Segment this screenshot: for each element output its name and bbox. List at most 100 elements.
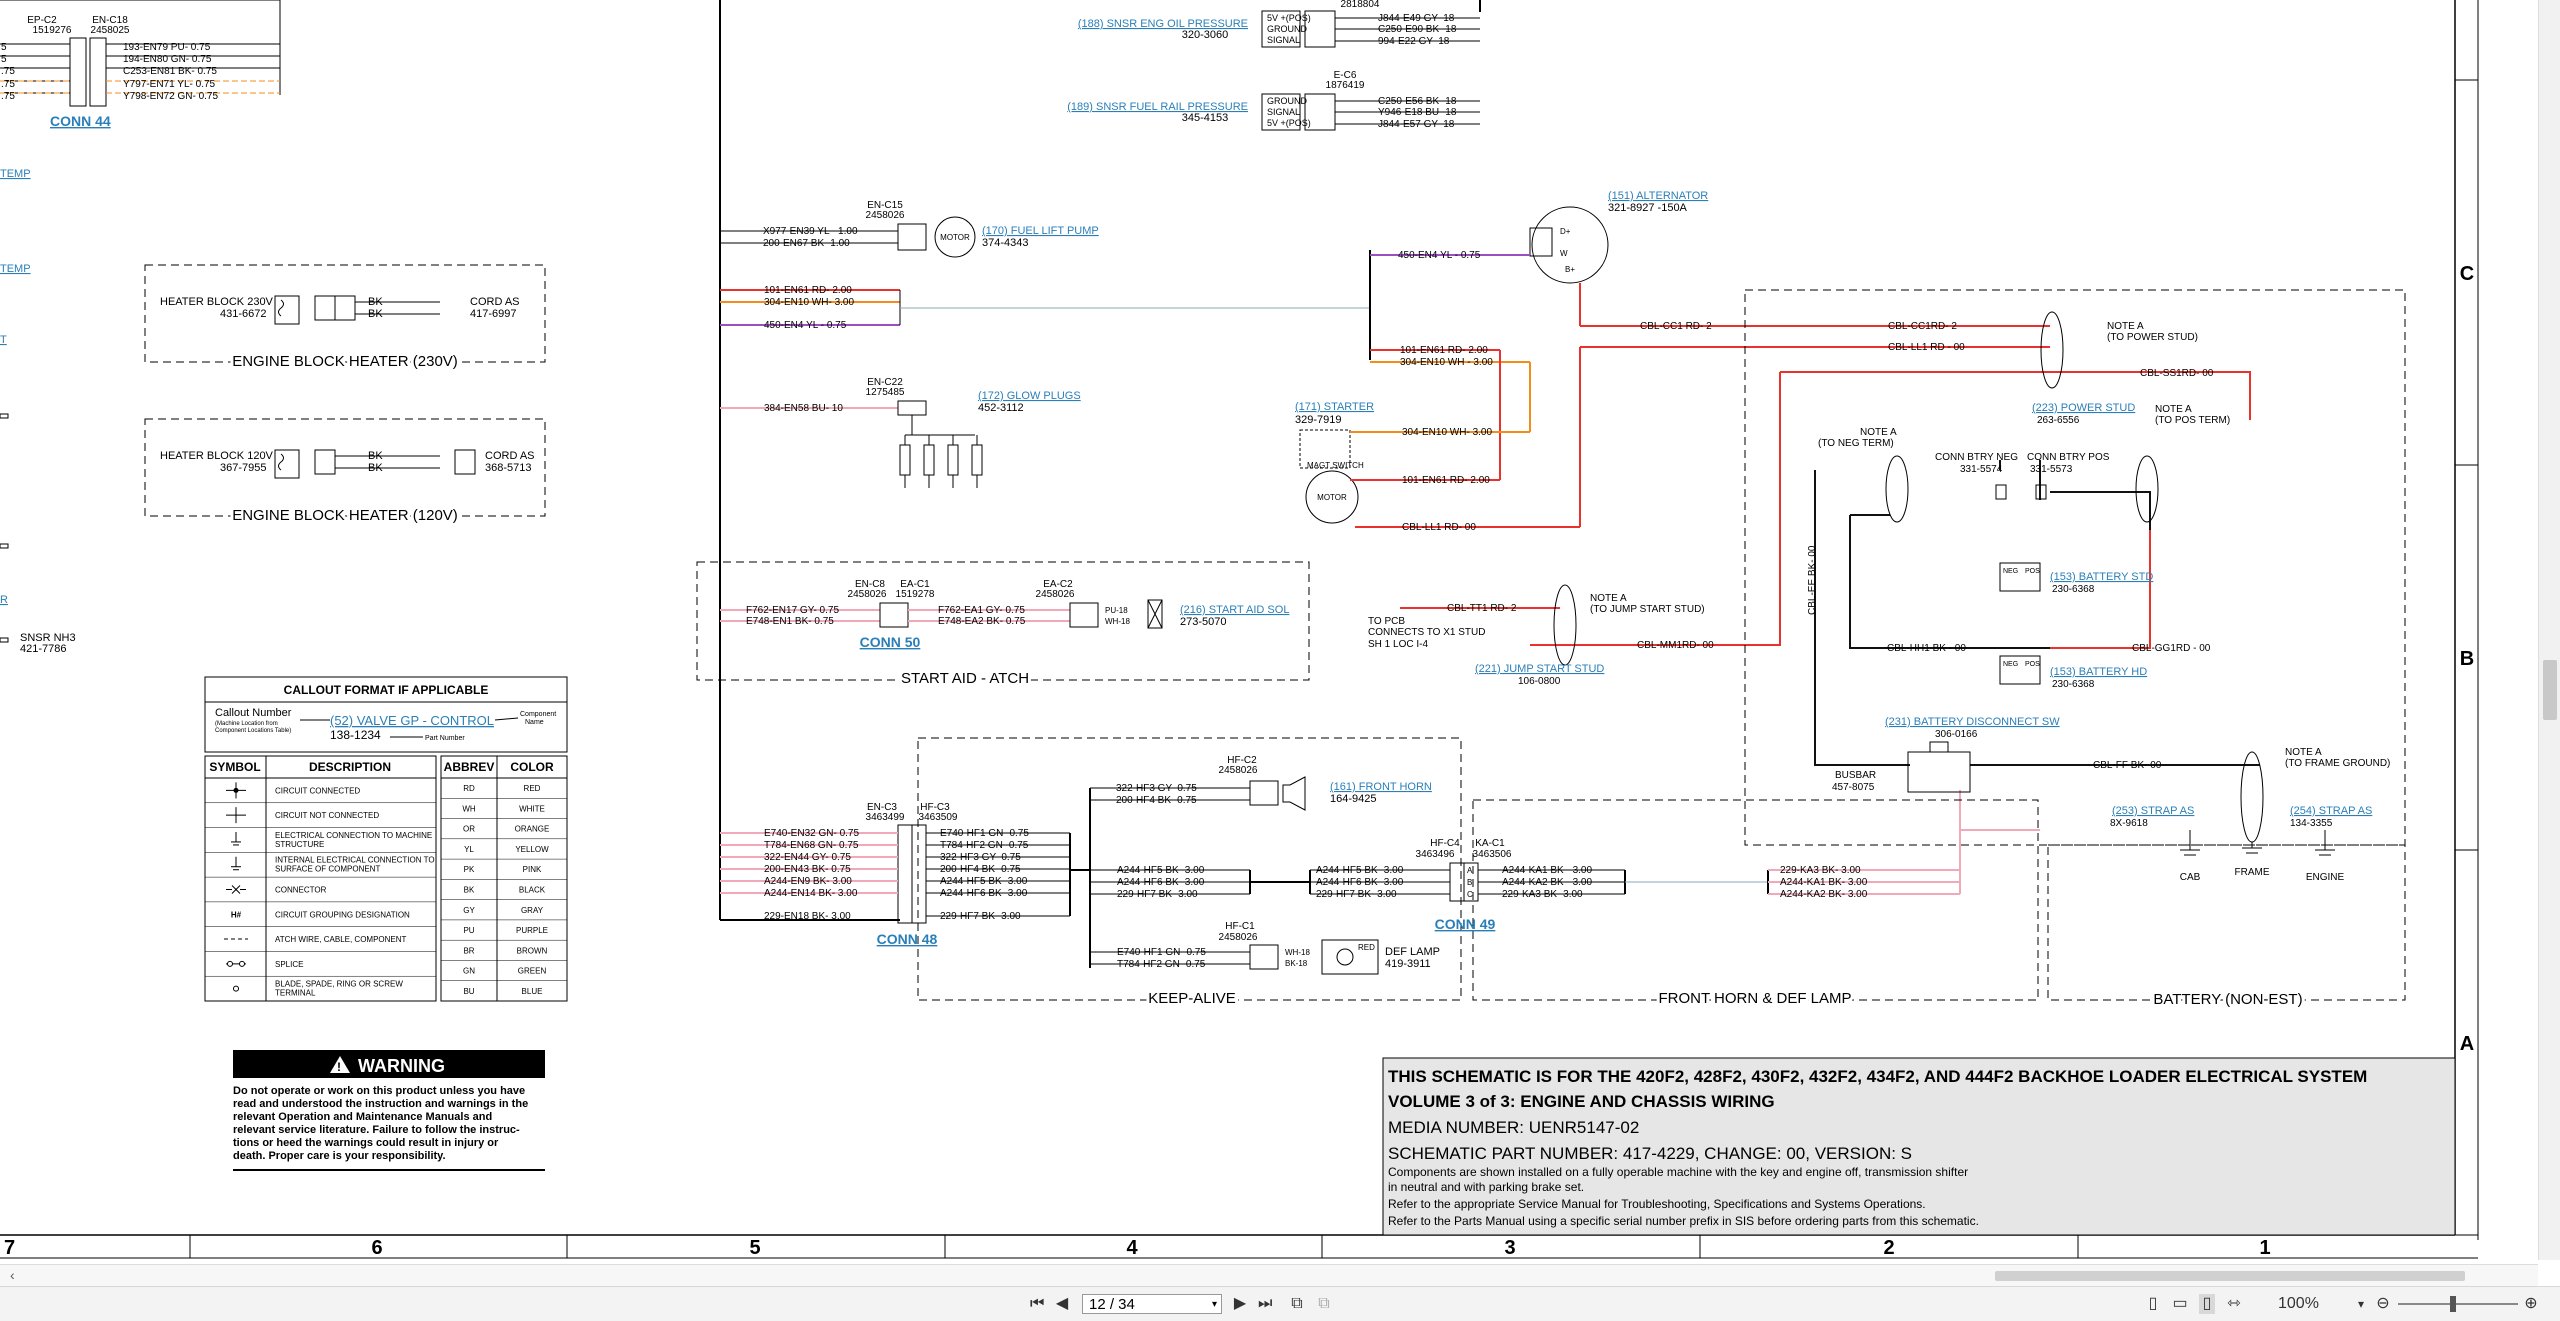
heater-element-icon (274, 449, 300, 479)
color-abbrev: OR (463, 825, 475, 834)
fuel-rail-sensor-link[interactable]: (189) SNSR FUEL RAIL PRESSURE (1067, 101, 1248, 113)
conn-ref: HF-C1 (1225, 921, 1255, 932)
wire-label: X977-EN39 YL - 1.00 (763, 226, 858, 237)
def-lamp-icon (1321, 939, 1379, 975)
strap-link[interactable]: (254) STRAP AS (2290, 805, 2372, 817)
single-page-view-icon[interactable]: ▯ (2148, 1295, 2158, 1312)
warning-text: relevant Operation and Maintenance Manua… (233, 1111, 492, 1123)
conn-50-link[interactable]: CONN 50 (860, 634, 921, 650)
paste-icon[interactable]: ⧉ (1318, 1295, 1330, 1312)
conn-49-link[interactable]: CONN 49 (1435, 916, 1496, 932)
warning-box: ! WARNING Do not operate or work on this… (233, 1050, 545, 1171)
legend-description: TERMINAL (275, 989, 316, 998)
wire-label: A244-HF5 BK- 3.00 (1316, 865, 1404, 876)
copy-icon[interactable]: ⧉ (1291, 1295, 1303, 1312)
cut-link[interactable]: TEMP (0, 168, 31, 180)
horizontal-scrollbar[interactable]: ‹ (0, 1264, 2538, 1287)
alternator: D+ W B+ 450-EN4 YL - 0.75 (151) ALTERNAT… (1370, 190, 1708, 326)
legend-description: ELECTRICAL CONNECTION TO MACHINE (275, 831, 432, 840)
prev-page-icon[interactable]: ◀ (1055, 1295, 1069, 1312)
cut-link[interactable]: T (0, 334, 7, 346)
heater-element-icon (274, 295, 300, 325)
fuel-lift-pump: EN-C15 2458026 X977-EN39 YL - 1.00 200-E… (720, 200, 1099, 258)
heater-pn: 431-6672 (220, 308, 267, 320)
wire-label: 5 (1, 54, 7, 65)
note-label: (TO FRAME GROUND) (2285, 758, 2390, 769)
starter-link[interactable]: (171) STARTER (1295, 401, 1374, 413)
battery-disconnect-link[interactable]: (231) BATTERY DISCONNECT SW (1885, 716, 2060, 728)
group-title: BATTERY (NON-EST) (2153, 991, 2302, 1008)
component-pn: 345-4153 (1182, 112, 1229, 124)
power-stud-link[interactable]: (223) POWER STUD (2032, 402, 2135, 414)
battery-std-link[interactable]: (153) BATTERY STD (2050, 571, 2153, 583)
wire-label: A244-KA1 BK- 3.00 (1780, 877, 1868, 888)
note-label: NOTE A (1860, 427, 1897, 438)
oil-pressure-sensor-link[interactable]: (188) SNSR ENG OIL PRESSURE (1078, 18, 1248, 30)
continuous-view-icon[interactable]: ▭ (2172, 1295, 2188, 1312)
vertical-scroll-thumb[interactable] (2543, 660, 2557, 720)
scroll-left-arrow-icon[interactable]: ‹ (10, 1267, 15, 1283)
zoom-in-icon[interactable]: ⊕ (2524, 1295, 2538, 1312)
start-aid-group-border (696, 561, 1310, 681)
wire-color: BK (368, 308, 383, 320)
glow-plugs-link[interactable]: (172) GLOW PLUGS (978, 390, 1081, 402)
two-page-view-icon[interactable]: ▯ (2199, 1294, 2215, 1314)
zoom-out-icon[interactable]: ⊖ (2376, 1295, 2390, 1312)
conn-48-link[interactable]: CONN 48 (877, 931, 938, 947)
last-page-icon[interactable]: ⏭ (1258, 1295, 1273, 1312)
start-aid-sol-link[interactable]: (216) START AID SOL (1180, 604, 1289, 616)
wire-label: 384-EN58 BU- 10 (764, 403, 843, 414)
pin-label: SIGNAL (1267, 35, 1300, 45)
conn-ref-pn: 2458026 (1036, 589, 1075, 600)
wire-label: 200-HF4 BK- 0.75 (1116, 795, 1197, 806)
conn-pn: 331-5574 (1960, 464, 2003, 475)
callout-example-link[interactable]: (52) VALVE GP - CONTROL (330, 713, 494, 728)
wire-label: 450-EN4 YL - 0.75 (1398, 250, 1481, 261)
wire-label: J844-E49 GY- 18 (1378, 13, 1455, 24)
grid-col-label: 1 (2259, 1237, 2270, 1259)
ground-icons (2180, 830, 2335, 856)
cut-link[interactable]: TEMP (0, 263, 31, 275)
snsr-nh3-pn: 421-7786 (20, 643, 67, 655)
color-name: WHITE (519, 804, 545, 813)
callout-comp: Component (520, 711, 556, 718)
wire-label: 322-HF3 GY- 0.75 (1116, 783, 1197, 794)
zoom-dropdown-icon[interactable]: ▾ (2357, 1297, 2365, 1311)
fit-width-icon[interactable]: ⇿ (2227, 1295, 2241, 1312)
chevron-down-icon[interactable]: ▾ (1211, 1299, 1217, 1310)
page-number-input[interactable]: 12 / 34▾ (1082, 1294, 1222, 1314)
callout-sub: Component Locations Table) (215, 728, 291, 734)
color-abbrev: BR (463, 946, 474, 955)
wire-label: 229-EN18 BK- 3.00 (764, 911, 851, 922)
fuel-lift-pump-link[interactable]: (170) FUEL LIFT PUMP (982, 225, 1099, 237)
wire-label: A244-HF6 BK- 3.00 (1117, 877, 1205, 888)
title-note: Refer to the appropriate Service Manual … (1388, 1197, 1926, 1211)
conn-44-link[interactable]: CONN 44 (50, 113, 111, 129)
wire-label: A244-KA2 BK- 3.00 (1780, 889, 1868, 900)
strap-link[interactable]: (253) STRAP AS (2112, 805, 2194, 817)
vertical-scrollbar[interactable] (2538, 0, 2560, 1260)
first-page-icon[interactable]: ⏮ (1030, 1295, 1045, 1312)
svg-text:H#: H# (231, 910, 242, 919)
horizontal-scroll-thumb[interactable] (1995, 1271, 2465, 1281)
cut-link[interactable]: R (0, 594, 8, 606)
glow-plugs: EN-C22 1275485 384-EN58 BU- 10 (172) GLO… (720, 377, 1081, 488)
component-pn: 320-3060 (1182, 29, 1229, 41)
legend-symbol: H# (231, 910, 242, 919)
jump-start-stud-link[interactable]: (221) JUMP START STUD (1475, 663, 1604, 675)
zoom-slider[interactable] (2398, 1303, 2518, 1305)
wire-label: .75 (1, 66, 15, 77)
zoom-slider-knob[interactable] (2450, 1296, 2456, 1312)
next-page-icon[interactable]: ▶ (1233, 1295, 1247, 1312)
ground-label: ENGINE (2306, 872, 2345, 883)
cord-pn: 417-6997 (470, 308, 517, 320)
alternator-link[interactable]: (151) ALTERNATOR (1608, 190, 1708, 202)
grid-col-label: 7 (4, 1237, 15, 1259)
conn-ref-pn: 1519276 (33, 25, 72, 36)
battery-hd-link[interactable]: (153) BATTERY HD (2050, 666, 2147, 678)
group-title: START AID - ATCH (901, 670, 1029, 687)
wire-label: T784-EN68 GN- 0.75 (764, 840, 859, 851)
component-pn: 329-7919 (1295, 414, 1342, 426)
zoom-level[interactable]: 100% (2278, 1295, 2319, 1312)
front-horn-link[interactable]: (161) FRONT HORN (1330, 781, 1432, 793)
